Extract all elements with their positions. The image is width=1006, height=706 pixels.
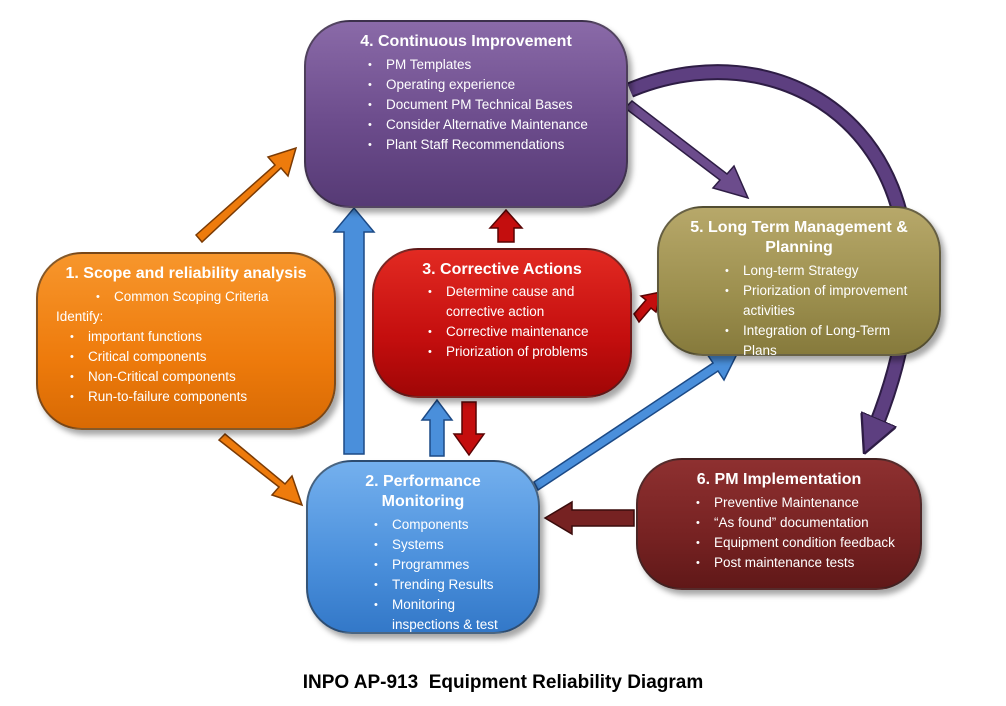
list-item: Priorization of improvement activities [725, 281, 923, 321]
arrow-continuous-to-longterm [623, 100, 750, 200]
list-item: Document PM Technical Bases [368, 95, 610, 115]
pm-implementation-list: Preventive Maintenance “As found” docume… [654, 493, 904, 573]
list-item: Critical components [70, 347, 318, 367]
arrow-performance-to-continuous [332, 206, 376, 455]
arrow-pm-to-performance [543, 500, 635, 536]
arrow-corrective-to-continuous [488, 208, 524, 243]
list-item: Plant Staff Recommendations [368, 135, 610, 155]
list-item: Preventive Maintenance [696, 493, 904, 513]
list-item: Equipment condition feedback [696, 533, 904, 553]
list-item: Corrective maintenance [428, 322, 614, 342]
corrective-actions-title: 3. Corrective Actions [422, 261, 582, 278]
list-item: important functions [70, 327, 318, 347]
performance-monitoring-title: 2. Performance Monitoring [365, 473, 481, 510]
list-item: Common Scoping Criteria [96, 287, 318, 307]
list-item: Determine cause and corrective action [428, 282, 614, 322]
arrow-corrective-to-performance [452, 401, 486, 457]
pm-implementation-box: 6. PM Implementation Preventive Maintena… [636, 458, 922, 590]
arrow-scope-to-continuous [194, 146, 298, 244]
list-item: “As found” documentation [696, 513, 904, 533]
list-item: Priorization of problems [428, 342, 614, 362]
continuous-improvement-title: 4. Continuous Improvement [360, 33, 572, 50]
long-term-management-title: 5. Long Term Management & Planning [690, 219, 908, 256]
list-item: PM Templates [368, 55, 610, 75]
list-item: Consider Alternative Maintenance [368, 115, 610, 135]
arrow-scope-to-performance [217, 432, 304, 507]
list-item: Systems [374, 535, 522, 555]
list-item: Long-term Strategy [725, 261, 923, 281]
list-item: Non-Critical components [70, 367, 318, 387]
performance-monitoring-list: Components Systems Programmes Trending R… [324, 515, 522, 635]
scope-reliability-title: 1. Scope and reliability analysis [65, 265, 307, 282]
list-item: Post maintenance tests [696, 553, 904, 573]
long-term-management-box: 5. Long Term Management & Planning Long-… [657, 206, 941, 358]
continuous-improvement-list: PM Templates Operating experience Docume… [322, 55, 610, 155]
list-item: Run-to-failure components [70, 387, 318, 407]
long-term-management-list: Long-term Strategy Priorization of impro… [675, 261, 923, 361]
corrective-actions-list: Determine cause and corrective action Co… [390, 282, 614, 362]
list-item: Components [374, 515, 522, 535]
continuous-improvement-box: 4. Continuous Improvement PM Templates O… [304, 20, 628, 208]
list-item: Trending Results [374, 575, 522, 595]
list-item: Integration of Long-Term Plans [725, 321, 923, 361]
diagram-caption: INPO AP-913 Equipment Reliability Diagra… [302, 672, 704, 693]
arrow-performance-to-corrective [420, 398, 454, 457]
scope-identify-list: important functions Critical components … [54, 327, 318, 407]
scope-criteria-list: Common Scoping Criteria [54, 287, 318, 307]
list-item: Programmes [374, 555, 522, 575]
performance-monitoring-box: 2. Performance Monitoring Components Sys… [306, 460, 540, 634]
scope-reliability-box: 1. Scope and reliability analysis Common… [36, 252, 336, 430]
identify-label: Identify: [56, 309, 104, 324]
corrective-actions-box: 3. Corrective Actions Determine cause an… [372, 248, 632, 398]
pm-implementation-title: 6. PM Implementation [696, 471, 862, 488]
list-item: Monitoring inspections & test [374, 595, 522, 635]
list-item: Operating experience [368, 75, 610, 95]
